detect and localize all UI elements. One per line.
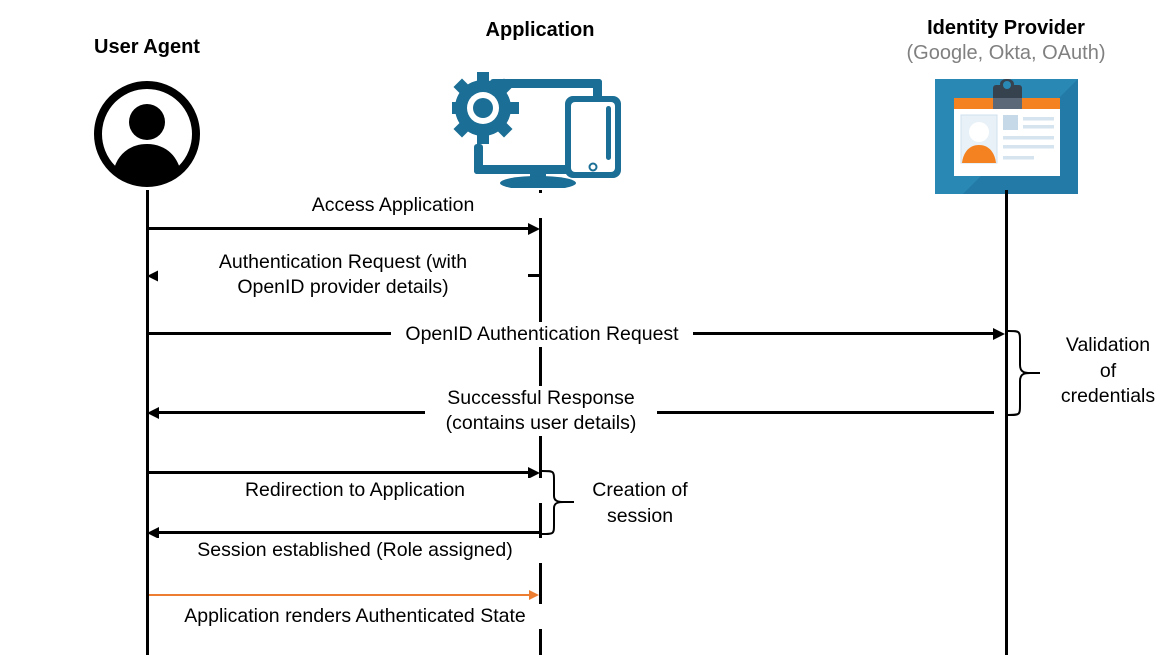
message-line-successful-response-left: [159, 411, 425, 414]
arrow-head-access-application: [528, 222, 540, 235]
note-label-validation-of-credentials: Validation of credentials: [1060, 334, 1156, 408]
message-line-openid-authentication-request-right: [693, 332, 994, 335]
message-line-openid-authentication-request-left: [147, 332, 391, 335]
person-avatar-icon: [93, 80, 201, 188]
id-badge-icon: [935, 79, 1078, 194]
brace-validation-of-credentials: [1006, 328, 1040, 418]
message-line-access-application: [147, 227, 529, 230]
message-label-redirection-to-application: Redirection to Application: [155, 478, 555, 503]
message-label-session-established: Session established (Role assigned): [155, 538, 555, 563]
arrow-head-openid-authentication-request: [993, 327, 1005, 340]
arrow-head-successful-response: [147, 406, 159, 419]
gear-monitor-tablet-icon: [447, 66, 632, 190]
message-label-openid-authentication-request: OpenID Authentication Request: [391, 322, 693, 347]
message-line-application-renders-authenticated-state: [149, 594, 530, 596]
message-label-access-application: Access Application: [193, 193, 593, 218]
message-label-application-renders-authenticated-state: Application renders Authenticated State: [155, 604, 555, 629]
participant-title-application: Application: [485, 19, 595, 41]
note-label-creation-of-session: Creation of session: [592, 479, 688, 527]
brace-creation-of-session: [540, 468, 574, 538]
arrow-head-application-renders-authenticated-state: [529, 590, 539, 600]
lifeline-user-agent: [146, 190, 149, 655]
lifeline-identity-provider: [1005, 190, 1008, 655]
participant-title-user-agent: User Agent: [94, 36, 200, 58]
message-line-session-established: [159, 531, 541, 534]
arrow-head-session-established: [147, 526, 159, 539]
message-line-redirection-to-application: [147, 471, 529, 474]
arrow-head-redirection-to-application: [528, 466, 540, 479]
message-label-successful-response: Successful Response (contains user detai…: [425, 386, 657, 436]
message-label-authentication-request: Authentication Request (with OpenID prov…: [158, 250, 528, 300]
participant-subtitle-identity-provider: (Google, Okta, OAuth): [906, 42, 1106, 64]
participant-title-identity-provider: Identity Provider: [927, 17, 1085, 39]
message-line-successful-response-right: [657, 411, 994, 414]
arrow-head-authentication-request: [147, 269, 159, 282]
